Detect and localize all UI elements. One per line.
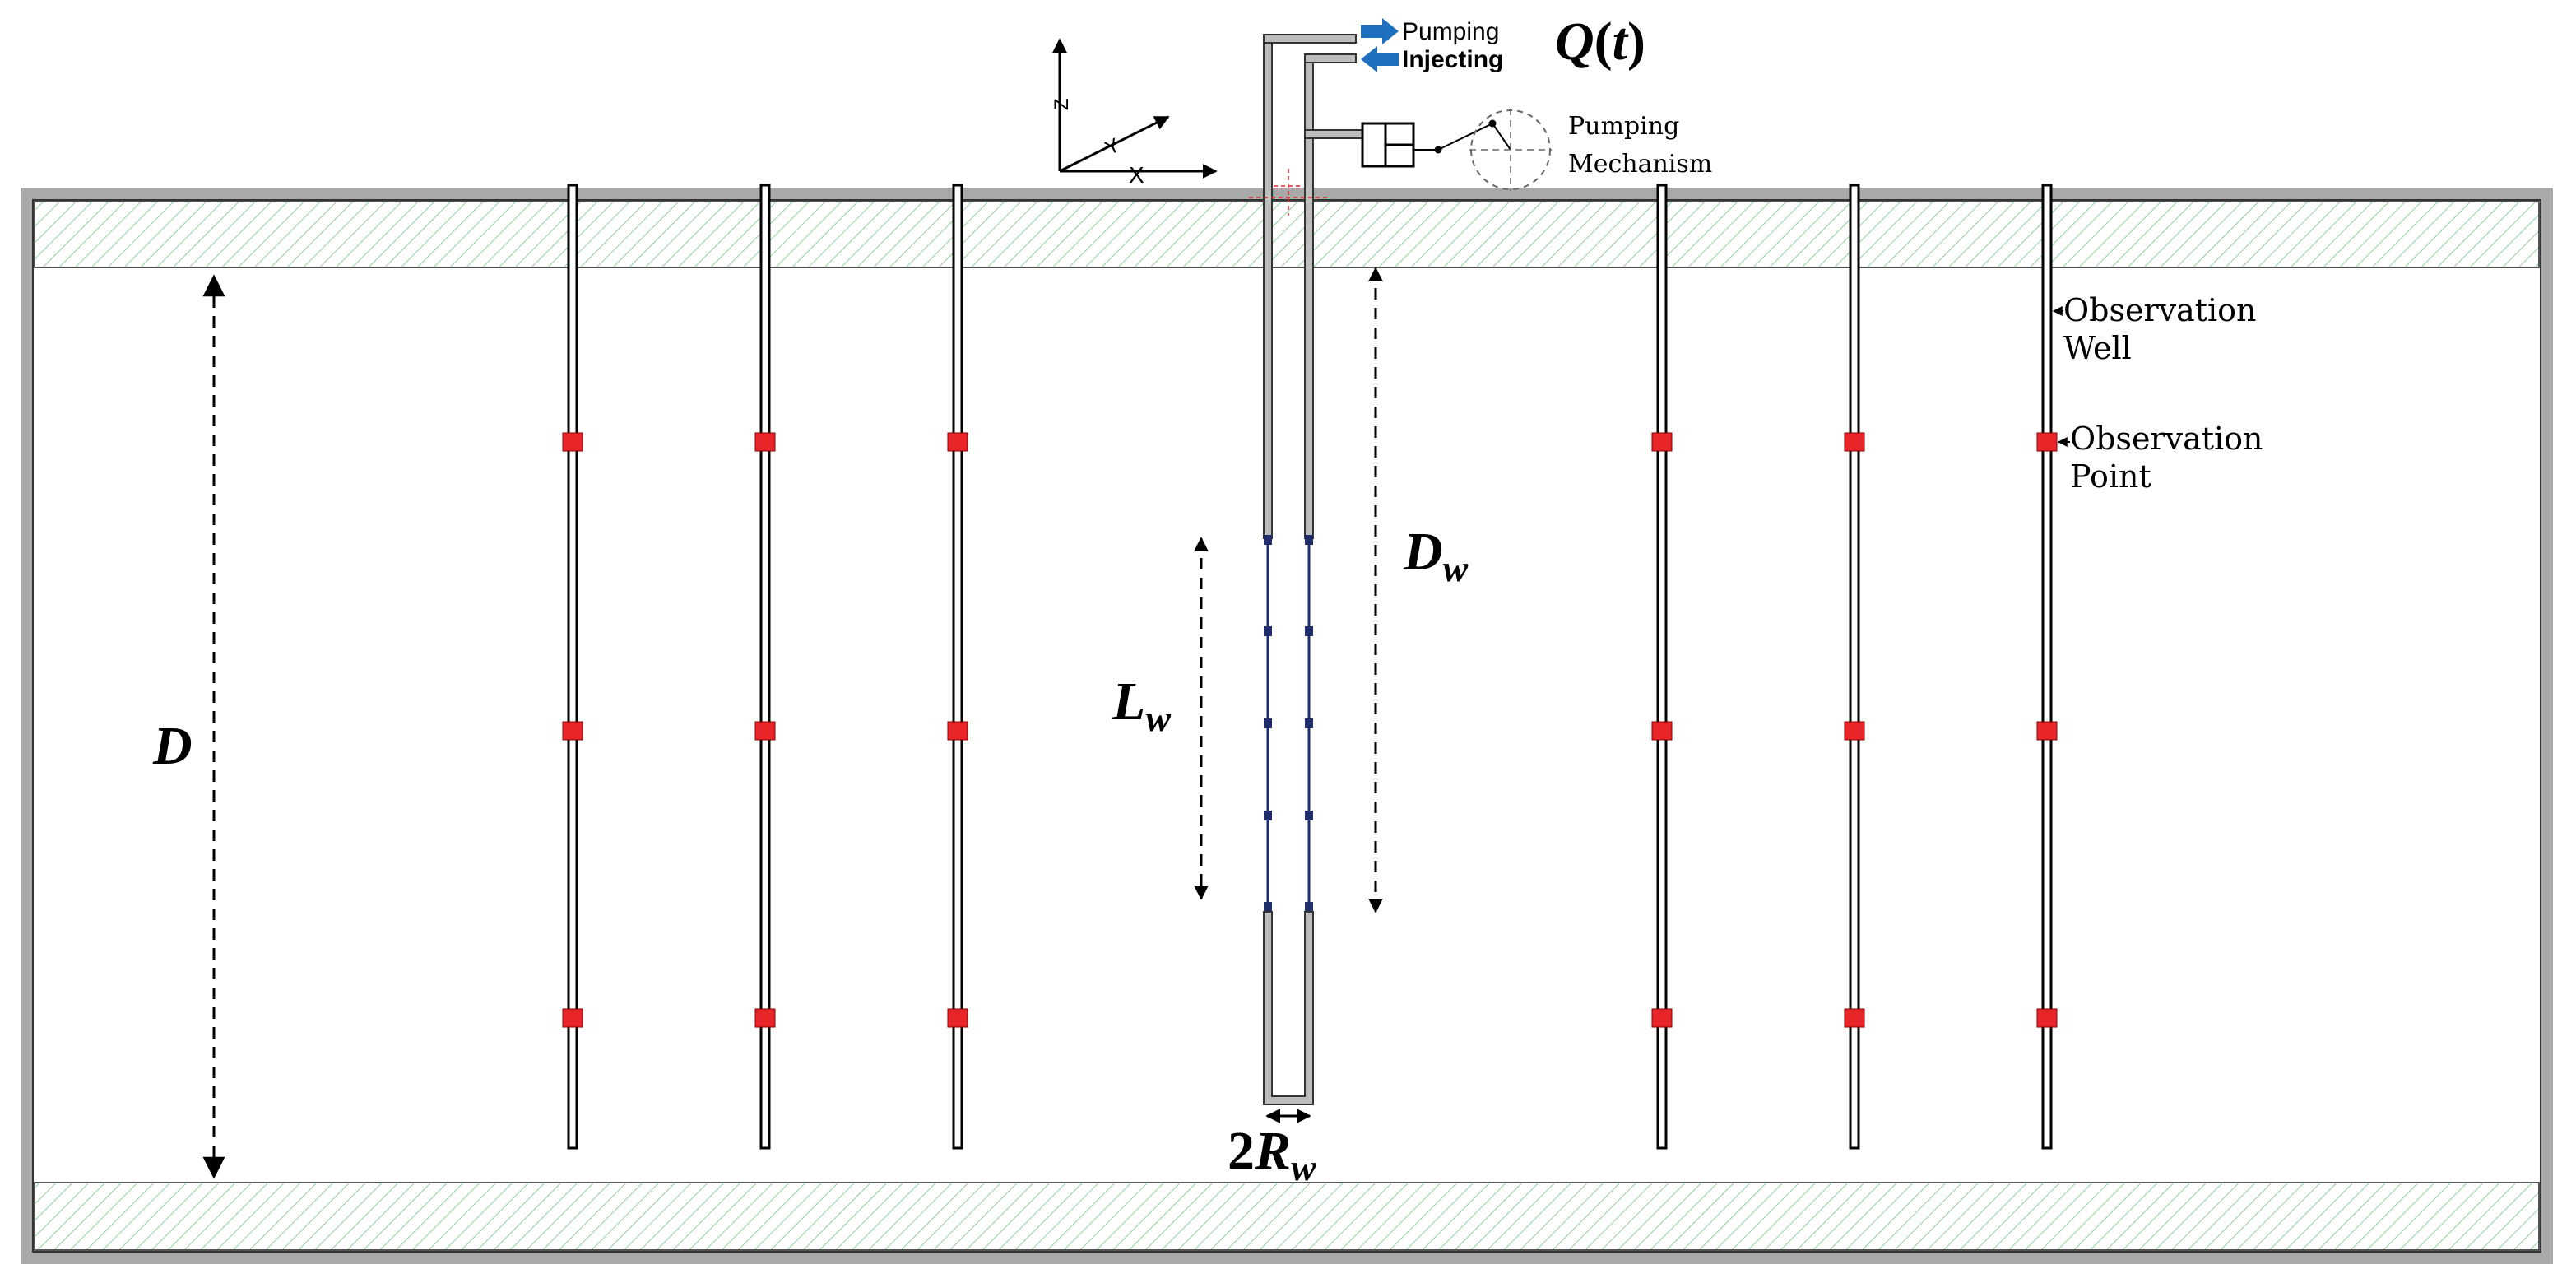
- flow-rate-label: Q(t): [1555, 12, 1645, 72]
- injecting-label: Injecting: [1402, 46, 1503, 73]
- observation-well-2: [754, 184, 776, 1150]
- bottom-confining-layer: [34, 1182, 2540, 1251]
- observation-point: [562, 721, 583, 741]
- pumping-arrow-icon: [1361, 18, 1399, 44]
- pumping-label: Pumping: [1402, 18, 1499, 45]
- observation-point: [2036, 721, 2058, 741]
- observation-point: [1844, 1008, 1865, 1028]
- observation-point: [1651, 1008, 1673, 1028]
- observation-point: [1651, 721, 1673, 741]
- observation-point: [947, 1008, 968, 1028]
- pumping-mechanism-label-line2: Mechanism: [1568, 150, 1712, 179]
- observation-well-1: [562, 184, 583, 1150]
- observation-well-6: [2036, 184, 2058, 1150]
- aquifer-frame-inner-line: [32, 199, 2541, 1253]
- observation-well-5: [1844, 184, 1865, 1150]
- aquifer-frame: [21, 188, 2553, 1264]
- observation-point: [2036, 432, 2058, 452]
- observation-point: [754, 1008, 776, 1028]
- well-head-crosshair: [1249, 169, 1328, 216]
- axis-z-label: Z: [1051, 98, 1073, 110]
- observation-point: [1844, 432, 1865, 452]
- pumping-mechanism: [1361, 109, 1552, 191]
- injecting-arrow-icon: [1361, 46, 1399, 72]
- observation-point: [562, 1008, 583, 1028]
- observation-point: [1844, 721, 1865, 741]
- observation-well-label-line1: Observation: [2063, 292, 2257, 328]
- dimension-Lw-label: Lw: [1112, 672, 1171, 739]
- observation-point: [947, 432, 968, 452]
- top-confining-layer: [34, 201, 2540, 268]
- pumping-mechanism-label-line1: Pumping: [1568, 112, 1679, 141]
- dimension-Dw-label: Dw: [1403, 522, 1469, 589]
- pumping-well-casing-left: [1263, 34, 1273, 539]
- pumping-well: [1263, 34, 1363, 1105]
- pumping-well-sump: [1263, 911, 1314, 1105]
- observation-point: [1651, 432, 1673, 452]
- observation-point: [947, 721, 968, 741]
- inflow-pipe: [1304, 53, 1357, 63]
- observation-point: [754, 721, 776, 741]
- observation-point: [2036, 1008, 2058, 1028]
- observation-point-label-line2: Point: [2070, 458, 2151, 495]
- pump-connection: [1304, 129, 1363, 139]
- axis-y-label: Y: [1102, 134, 1123, 160]
- observation-point: [562, 432, 583, 452]
- coordinate-axes: [1052, 38, 1218, 179]
- dimension-D-label: D: [152, 716, 193, 776]
- discharge-pipe: [1263, 34, 1357, 44]
- observation-point-label-line1: Observation: [2070, 421, 2263, 457]
- dimension-2Rw-label: 2Rw: [1228, 1121, 1316, 1188]
- observation-well-label-line2: Well: [2063, 330, 2132, 366]
- axis-x-label: X: [1129, 162, 1144, 188]
- observation-point: [754, 432, 776, 452]
- observation-well-4: [1651, 184, 1673, 1150]
- observation-well-3: [947, 184, 968, 1150]
